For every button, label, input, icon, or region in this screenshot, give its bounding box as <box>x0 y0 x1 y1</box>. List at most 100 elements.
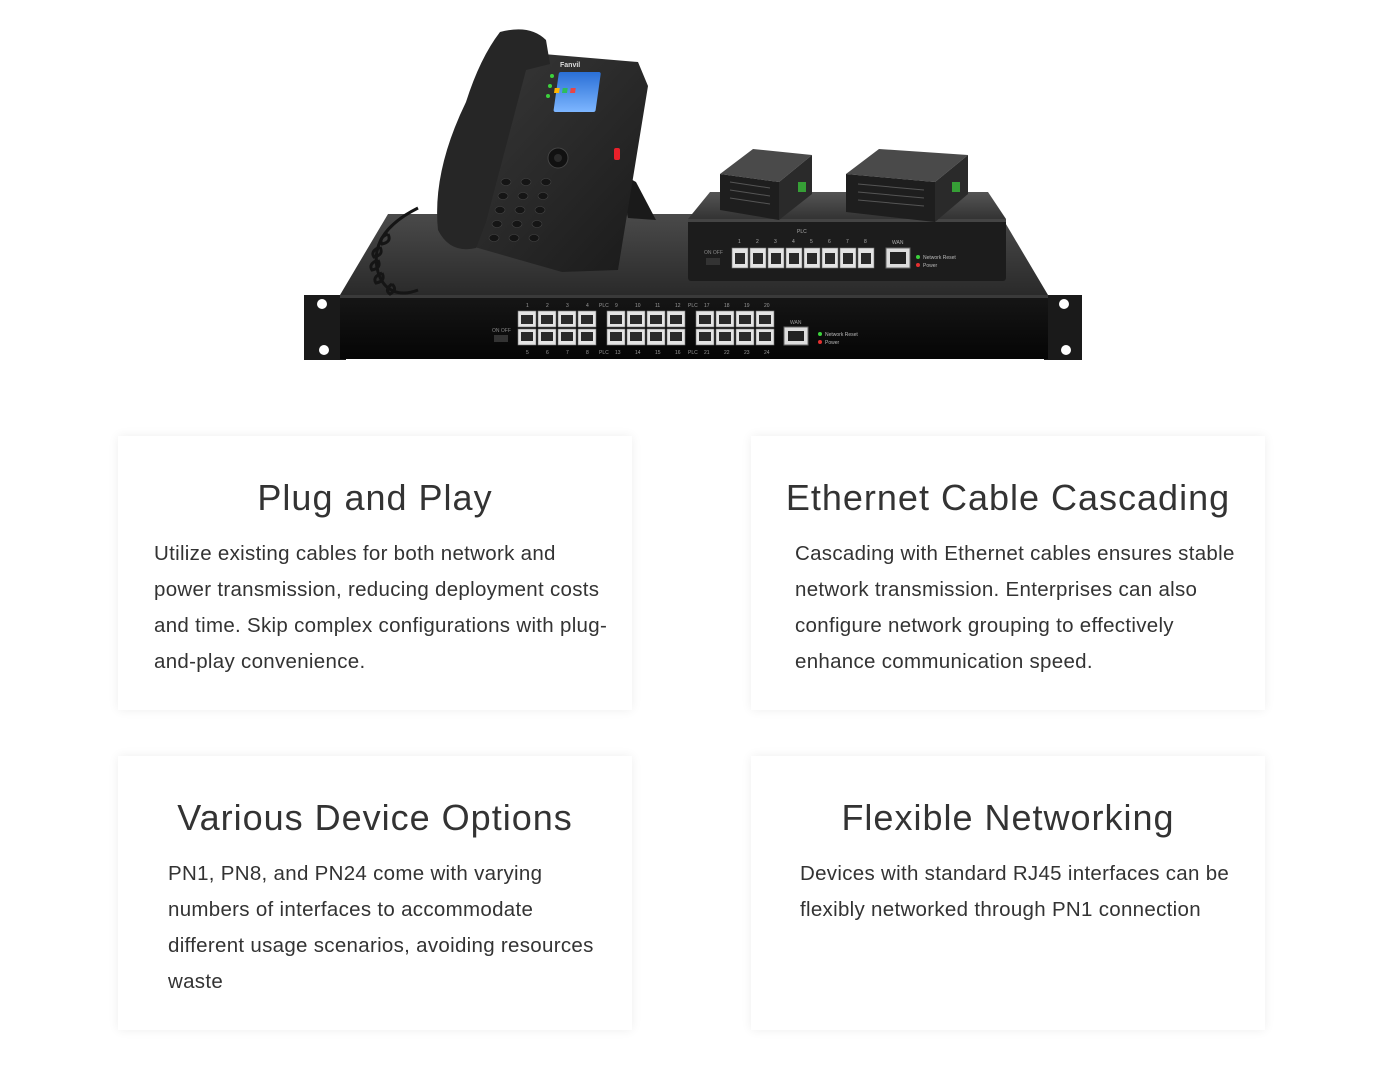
rj45-port-opening <box>753 253 763 264</box>
plc-label: PLC <box>688 350 698 356</box>
port-number-label: 2 <box>756 239 759 245</box>
port-number-label: 9 <box>615 303 618 309</box>
rj45-port-opening <box>521 315 533 324</box>
feature-description: Cascading with Ethernet cables ensures s… <box>795 542 1235 673</box>
phone-key <box>517 192 529 200</box>
port-number-label: 13 <box>615 350 621 356</box>
svg-text:ON OFF: ON OFF <box>704 250 723 256</box>
port-number-label: 20 <box>764 303 770 309</box>
port-number-label: 14 <box>635 350 641 356</box>
port-number-label: 2 <box>546 303 549 309</box>
phone-key <box>520 178 532 186</box>
port-number-label: 3 <box>566 303 569 309</box>
rj45-port-opening <box>861 253 871 264</box>
feature-description: Utilize existing cables for both network… <box>154 542 608 673</box>
pn24-port-bank: 152637489131014111512161721182219232024P… <box>517 303 775 356</box>
feature-card-plug-and-play: Plug and Play Utilize existing cables fo… <box>118 436 632 710</box>
port-number-label: 5 <box>810 239 813 245</box>
rj45-port-opening <box>650 332 662 341</box>
port-number-label: 7 <box>846 239 849 245</box>
rj45-port-opening <box>719 332 731 341</box>
plc-label: PLC <box>599 303 609 309</box>
plc-label: PLC <box>599 350 609 356</box>
port-number-label: 3 <box>774 239 777 245</box>
rj45-port-opening <box>735 253 745 264</box>
port-number-label: 17 <box>704 303 710 309</box>
port-number-label: 5 <box>526 350 529 356</box>
svg-text:ON OFF: ON OFF <box>492 328 511 334</box>
port-number-label: 7 <box>566 350 569 356</box>
svg-text:Network Reset: Network Reset <box>825 332 858 338</box>
port-number-label: 21 <box>704 350 710 356</box>
rj45-port-opening <box>759 315 771 324</box>
rj45-port-opening <box>630 315 642 324</box>
plc-label: PLC <box>688 303 698 309</box>
rj45-port-opening <box>541 315 553 324</box>
phone-key <box>514 206 526 214</box>
feature-title: Ethernet Cable Cascading <box>785 477 1231 518</box>
svg-text:WAN: WAN <box>892 240 904 246</box>
phone-key <box>534 206 546 214</box>
rj45-port-opening <box>610 315 622 324</box>
rj45-port-opening <box>561 315 573 324</box>
feature-title: Flexible Networking <box>841 797 1175 838</box>
port-number-label: 10 <box>635 303 641 309</box>
rj45-port-opening <box>610 332 622 341</box>
port-number-label: 22 <box>724 350 730 356</box>
rj45-port-opening <box>521 332 533 341</box>
svg-text:WAN: WAN <box>790 320 802 326</box>
rj45-port-opening <box>843 253 853 264</box>
rj45-port-opening <box>541 332 553 341</box>
port-number-label: 15 <box>655 350 661 356</box>
rj45-port-opening <box>719 315 731 324</box>
rj45-port-opening <box>825 253 835 264</box>
svg-text:Power: Power <box>923 263 938 269</box>
port-number-label: 19 <box>744 303 750 309</box>
product-illustration: ON OFF 152637489131014111512161721182219… <box>304 29 1082 360</box>
feature-card-flexible-networking: Flexible Networking Devices with standar… <box>751 756 1265 1030</box>
phone-key <box>511 220 523 228</box>
svg-text:Network Reset: Network Reset <box>923 255 956 261</box>
rj45-port-opening <box>699 315 711 324</box>
port-number-label: 6 <box>828 239 831 245</box>
phone-key <box>537 192 549 200</box>
feature-card-various-device-options: Various Device Options PN1, PN8, and PN2… <box>118 756 632 1030</box>
rj45-port-opening <box>771 253 781 264</box>
phone-key <box>497 192 509 200</box>
phone-key <box>494 206 506 214</box>
phone-key <box>508 234 520 242</box>
rj45-port-opening <box>581 332 593 341</box>
rj45-port-opening <box>561 332 573 341</box>
rj45-port-opening <box>650 315 662 324</box>
port-number-label: 4 <box>586 303 589 309</box>
svg-text:PLC: PLC <box>797 229 807 235</box>
port-number-label: 6 <box>546 350 549 356</box>
feature-card-ethernet-cable-cascading: Ethernet Cable Cascading Cascading with … <box>751 436 1265 710</box>
rj45-port-opening <box>630 332 642 341</box>
port-number-label: 1 <box>526 303 529 309</box>
rj45-port-opening <box>759 332 771 341</box>
phone-keypad <box>488 178 552 242</box>
svg-text:Fanvil: Fanvil <box>560 62 580 69</box>
pn1-device-left <box>720 149 812 220</box>
rj45-port-opening <box>739 315 751 324</box>
port-number-label: 8 <box>864 239 867 245</box>
phone-key <box>500 178 512 186</box>
rj45-port-opening <box>699 332 711 341</box>
rj45-port-opening <box>739 332 751 341</box>
port-number-label: 8 <box>586 350 589 356</box>
rj45-port-opening <box>581 315 593 324</box>
feature-description: PN1, PN8, and PN24 come with varying num… <box>168 862 594 993</box>
port-number-label: 11 <box>655 303 660 309</box>
phone-key <box>531 220 543 228</box>
phone-key <box>540 178 552 186</box>
port-number-label: 12 <box>675 303 681 309</box>
phone-key <box>528 234 540 242</box>
feature-title: Plug and Play <box>257 477 493 518</box>
rj45-port-opening <box>670 332 682 341</box>
port-number-label: 4 <box>792 239 795 245</box>
svg-text:Power: Power <box>825 340 840 346</box>
feature-title: Various Device Options <box>177 797 573 838</box>
